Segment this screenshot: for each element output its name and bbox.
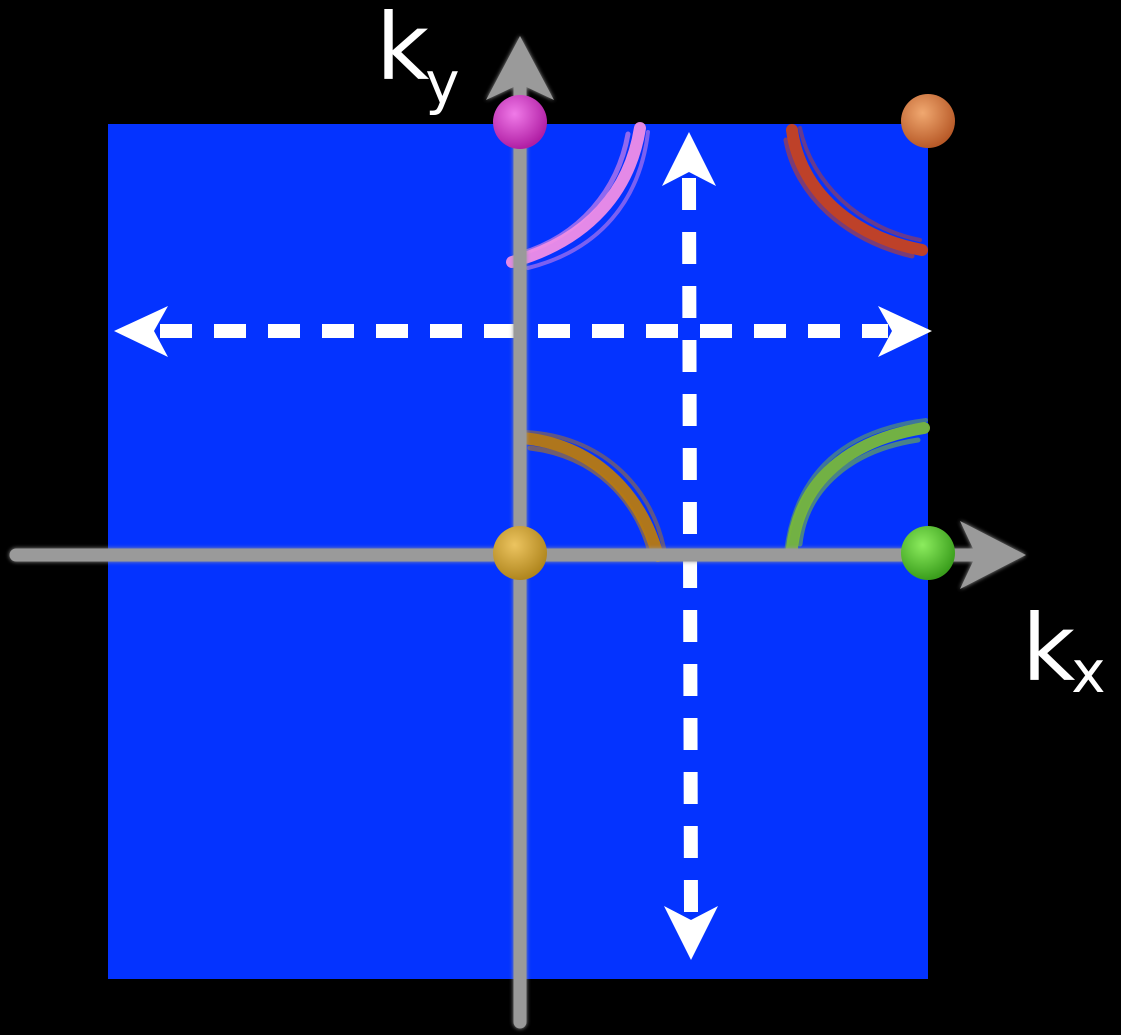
- lime-arc: [784, 418, 930, 554]
- ky-symbol: k: [376, 0, 430, 101]
- arrowhead-left: [114, 306, 168, 357]
- vertical-dashed-arrow: [662, 132, 718, 960]
- pink-arc: [506, 122, 650, 270]
- green-point: [901, 526, 955, 580]
- ky-axis-label: ky: [376, 2, 460, 113]
- ky-axis-arrowhead: [486, 36, 554, 100]
- kx-axis-label: kx: [1022, 603, 1106, 702]
- gold-point: [493, 526, 547, 580]
- magenta-point: [493, 95, 547, 149]
- kx-axis-arrowhead: [960, 521, 1026, 589]
- horizontal-dashed-arrow: [114, 306, 932, 357]
- brown-arc: [516, 430, 666, 562]
- arrowhead-down: [664, 906, 718, 960]
- red-arc: [783, 124, 928, 259]
- kx-symbol: k: [1022, 595, 1076, 702]
- arrowhead-right: [878, 306, 932, 357]
- kx-subscript: x: [1071, 638, 1106, 706]
- orange-point: [901, 94, 955, 148]
- ky-subscript: y: [425, 49, 460, 117]
- arrowhead-up: [662, 132, 716, 186]
